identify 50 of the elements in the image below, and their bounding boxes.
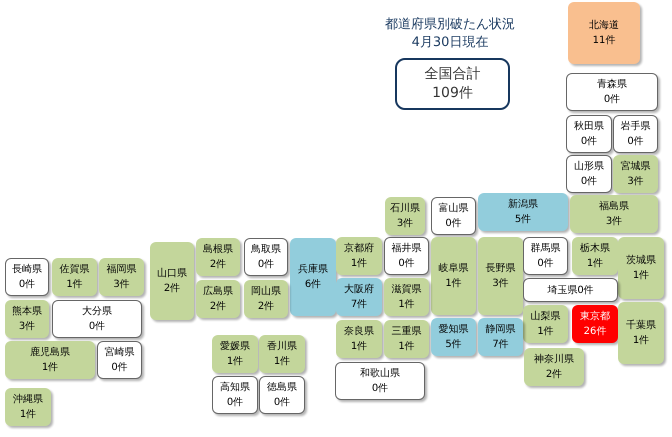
prefecture-box: 兵庫県 6件 [290, 238, 336, 316]
prefecture-box: 和歌山県 0件 [335, 362, 425, 400]
total-box: 全国合計 109件 [395, 58, 510, 110]
prefecture-box: 神奈川県 2件 [524, 348, 584, 386]
prefecture-box: 佐賀県 1件 [52, 258, 97, 296]
prefecture-box: 岩手県 0件 [613, 115, 658, 153]
prefecture-box: 愛知県 5件 [431, 318, 476, 356]
prefecture-box: 山梨県 1件 [523, 305, 568, 343]
prefecture-box: 島根県 2件 [196, 238, 240, 276]
prefecture-box: 栃木県 1件 [572, 237, 618, 275]
prefecture-box: 徳島県 0件 [259, 376, 305, 414]
prefecture-box: 静岡県 7件 [478, 318, 523, 356]
prefecture-box: 東京都 26件 [572, 305, 618, 343]
prefecture-box: 茨城県 1件 [618, 237, 664, 299]
prefecture-box: 沖縄県 1件 [5, 388, 51, 426]
date-label: 4月30日現在 [410, 34, 490, 51]
prefecture-box: 埼玉県0件 [523, 278, 618, 302]
title: 都道府県別破たん状況 [384, 16, 516, 33]
prefecture-box: 千葉県 1件 [618, 302, 664, 364]
prefecture-box: 石川県 3件 [385, 197, 425, 235]
prefecture-box: 奈良県 1件 [336, 320, 382, 358]
prefecture-box: 青森県 0件 [566, 73, 658, 111]
prefecture-box: 山形県 0件 [566, 155, 612, 193]
prefecture-box: 大分県 0件 [52, 300, 142, 338]
prefecture-box: 福島県 3件 [570, 195, 658, 233]
prefecture-box: 京都府 1件 [336, 237, 382, 275]
prefecture-box: 秋田県 0件 [566, 115, 612, 153]
prefecture-box: 群馬県 0件 [523, 237, 568, 275]
prefecture-box: 香川県 1件 [259, 335, 305, 373]
prefecture-box: 愛媛県 1件 [212, 335, 258, 373]
prefecture-box: 岐阜県 1件 [431, 237, 476, 315]
prefecture-box: 大阪府 7件 [336, 278, 382, 316]
prefecture-box: 滋賀県 1件 [384, 278, 429, 316]
prefecture-box: 熊本県 3件 [5, 300, 49, 338]
prefecture-box: 福岡県 3件 [99, 258, 144, 296]
prefecture-box: 宮崎県 0件 [97, 341, 142, 379]
prefecture-box: 新潟県 5件 [478, 193, 568, 231]
prefecture-box: 福井県 0件 [384, 237, 429, 275]
prefecture-box: 高知県 0件 [212, 376, 258, 414]
prefecture-box: 長崎県 0件 [5, 258, 49, 296]
prefecture-box: 鳥取県 0件 [244, 238, 288, 276]
prefecture-box: 岡山県 2件 [244, 280, 288, 318]
prefecture-box: 山口県 2件 [150, 242, 194, 320]
prefecture-box: 鹿児島県 1件 [5, 341, 95, 379]
prefecture-box: 広島県 2件 [196, 280, 240, 318]
prefecture-box: 三重県 1件 [384, 320, 429, 358]
prefecture-box: 宮城県 3件 [613, 155, 658, 193]
prefecture-box: 富山県 0件 [431, 197, 476, 235]
prefecture-box: 北海道 11件 [568, 2, 640, 64]
prefecture-box: 長野県 3件 [478, 237, 523, 315]
